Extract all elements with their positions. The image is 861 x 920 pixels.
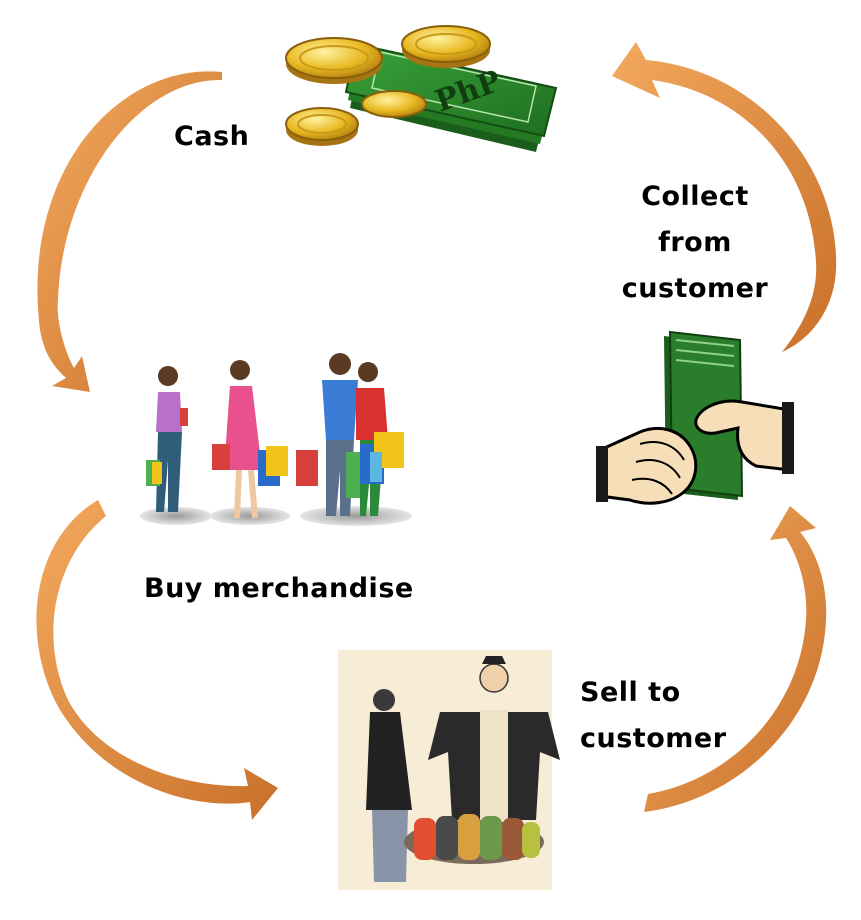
money-icon: PhP (285, 25, 558, 152)
shoppers-icon (140, 353, 412, 526)
label-collect-line1: Collect (641, 181, 749, 212)
label-collect-from-customer: Collect from customer (612, 174, 778, 312)
handing-money-icon (596, 330, 794, 505)
label-buy-merchandise: Buy merchandise (144, 573, 414, 604)
arrow-top-right (612, 42, 837, 352)
label-cash: Cash (174, 121, 250, 152)
label-collect-line2: from (658, 227, 732, 258)
label-sell-line2: customer (580, 723, 727, 754)
merchant-icon (338, 650, 560, 890)
label-collect-line3: customer (621, 273, 769, 304)
arrow-bottom-left (36, 500, 278, 820)
label-sell-to-customer: Sell to customer (580, 670, 727, 762)
arrow-top-left (37, 71, 222, 393)
arrow-bottom-right (644, 506, 827, 812)
label-sell-line1: Sell to (580, 677, 681, 708)
